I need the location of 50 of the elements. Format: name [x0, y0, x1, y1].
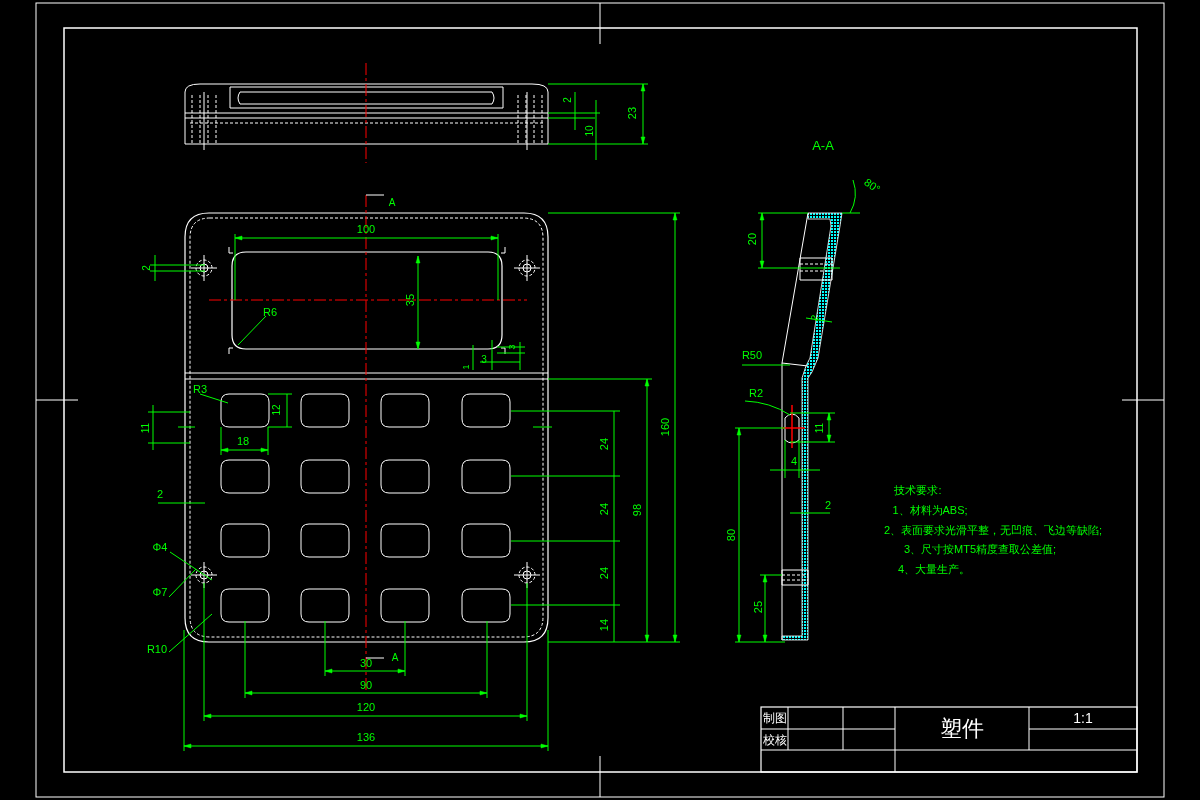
dimension-text: 12 [272, 404, 282, 416]
dimension-text: 3 [507, 344, 517, 350]
dimension-text: 24 [598, 437, 610, 451]
dimension-text: 11 [815, 422, 825, 434]
dimension-text: 1 [461, 364, 471, 370]
dimension-text: 10 [585, 125, 595, 137]
drawing-title: 塑件 [940, 718, 984, 740]
dimension-text: 2 [142, 265, 152, 271]
dimension-text: 14 [598, 618, 610, 632]
dimension-text: 23 [626, 106, 638, 120]
dimension-text: 100 [356, 223, 376, 235]
note-text: 4、大量生产。 [897, 563, 971, 575]
dimension-text: 18 [236, 435, 250, 447]
dimension-text: A-A [812, 138, 834, 152]
title-block-text: 1:1 [1073, 711, 1093, 725]
dimension-text: R3 [192, 383, 208, 395]
dimension-text: R6 [262, 306, 278, 318]
dimension-text: 80 [725, 528, 737, 542]
dimension-text: Φ7 [152, 586, 168, 598]
dimension-text: 30 [359, 657, 373, 669]
dimension-text: 160 [659, 417, 671, 437]
dimension-text: R10 [146, 643, 168, 655]
dimension-text: 4 [790, 455, 798, 467]
note-text: 3、尺寸按MT5精度查取公差值; [903, 543, 1057, 555]
dimension-text: 3 [481, 355, 487, 365]
dimension-text: 90 [359, 679, 373, 691]
dimension-text: R2 [748, 387, 764, 399]
dimension-text: 35 [404, 293, 416, 307]
dimension-text: A [388, 198, 396, 208]
dimension-text: A [391, 653, 399, 663]
dimension-text: R50 [741, 349, 763, 361]
title-block-text: 校核 [763, 734, 787, 746]
dimension-text: 20 [746, 232, 758, 246]
note-text: 2、表面要求光滑平整，无凹痕、飞边等缺陷; [883, 524, 1103, 536]
dimension-text: 136 [356, 731, 376, 743]
title-block-text: 制图 [763, 712, 787, 724]
dimension-text: 98 [631, 503, 643, 517]
dimension-text: Φ4 [152, 541, 168, 553]
note-text: 1、材料为ABS; [892, 504, 968, 516]
dimension-text: 25 [752, 600, 764, 614]
dimension-text: 11 [141, 422, 151, 434]
dimension-text: 2 [563, 97, 573, 103]
dimension-text: 24 [598, 566, 610, 580]
dimension-text: 2 [156, 488, 164, 500]
dimension-text: 80° [862, 176, 882, 196]
dimension-text: 2 [809, 313, 821, 323]
note-text: 技术要求: [894, 484, 942, 496]
dimension-text: 24 [598, 502, 610, 516]
dimension-text: 2 [824, 499, 832, 511]
dimension-text: 120 [356, 701, 376, 713]
